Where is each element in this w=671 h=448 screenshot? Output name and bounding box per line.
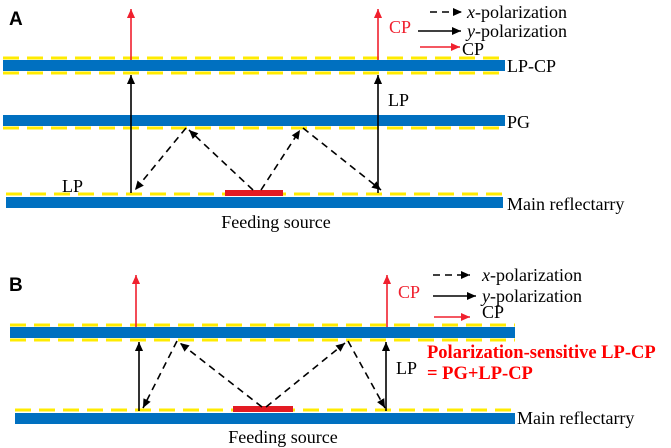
panel-b-label: B bbox=[9, 275, 23, 296]
legend-y-suffix: -polarization bbox=[475, 21, 567, 41]
panel-a: A x-polarization y-polarization CP LP-CP… bbox=[3, 2, 624, 232]
pg-layer-label: PG bbox=[507, 112, 530, 132]
panel-b: B x-polarization y-polarization CP Polar… bbox=[9, 265, 656, 447]
legend-y-polarization-label: y-polarization bbox=[465, 21, 567, 41]
composite-substrate bbox=[10, 327, 515, 338]
lp-cp-layer: LP-CP bbox=[3, 56, 556, 76]
panel-b-legend: x-polarization y-polarization CP bbox=[433, 265, 582, 322]
feeding-source-b bbox=[233, 406, 293, 412]
legend-cp-label: CP bbox=[462, 39, 484, 59]
feeding-source-a bbox=[225, 190, 283, 196]
lp-cp-layer-label: LP-CP bbox=[507, 56, 556, 76]
a-feed-to-pg-right-ray bbox=[260, 129, 301, 191]
composite-layer-title: Polarization-sensitive LP-CP bbox=[427, 343, 656, 363]
a-right-cp-label: CP bbox=[389, 17, 411, 37]
main-reflectarray-b-label: Main reflectarry bbox=[517, 408, 634, 428]
lp-cp-substrate bbox=[3, 60, 505, 71]
legend-x-polarization-label: x-polarization bbox=[466, 2, 567, 22]
legend-b-x-suffix: -polarization bbox=[490, 265, 582, 285]
legend-b-x-symbol: x bbox=[481, 265, 490, 285]
a-feed-to-pg-left-ray bbox=[188, 129, 254, 191]
a-pg-to-main-left-ray bbox=[134, 127, 187, 191]
legend-b-y-suffix: -polarization bbox=[490, 286, 582, 306]
panel-a-legend: x-polarization y-polarization CP bbox=[418, 2, 567, 59]
b-feed-to-layer-right-ray bbox=[265, 342, 346, 408]
a-left-lp-label: LP bbox=[62, 176, 83, 196]
legend-b-cp-label: CP bbox=[482, 302, 504, 322]
composite-lp-cp-layer: Polarization-sensitive LP-CP = PG+LP-CP bbox=[10, 323, 656, 384]
main-reflectarray-a-substrate bbox=[6, 197, 503, 208]
main-reflectarray-b: Main reflectarry Feeding source bbox=[15, 406, 634, 447]
panel-b-beams: LP CP bbox=[131, 275, 420, 411]
b-right-cp-label: CP bbox=[398, 282, 420, 302]
legend-b-y-polarization-label: y-polarization bbox=[480, 286, 582, 306]
legend-b-x-polarization-label: x-polarization bbox=[481, 265, 582, 285]
main-reflectarray-b-substrate bbox=[15, 413, 515, 424]
main-reflectarray-a: Main reflectarry Feeding source bbox=[6, 190, 624, 232]
b-right-lp-label: LP bbox=[396, 358, 417, 378]
feeding-source-a-label: Feeding source bbox=[221, 212, 330, 232]
feeding-source-b-label: Feeding source bbox=[228, 427, 337, 447]
panel-a-label: A bbox=[9, 9, 23, 30]
composite-layer-formula: = PG+LP-CP bbox=[427, 364, 533, 384]
main-reflectarray-a-label: Main reflectarry bbox=[507, 194, 624, 214]
a-right-lp-label: LP bbox=[388, 90, 409, 110]
legend-x-symbol: x bbox=[466, 2, 475, 22]
a-pg-to-main-right-ray bbox=[302, 127, 382, 191]
legend-y-symbol: y bbox=[465, 21, 475, 41]
legend-b-y-symbol: y bbox=[480, 286, 490, 306]
b-feed-to-layer-left-ray bbox=[179, 342, 263, 408]
pg-substrate bbox=[3, 115, 505, 126]
b-layer-to-main-right-ray bbox=[347, 340, 386, 409]
panel-a-beams: LP LP CP bbox=[62, 9, 411, 196]
pg-layer: PG bbox=[3, 112, 530, 132]
b-layer-to-main-left-ray bbox=[142, 340, 178, 409]
legend-x-suffix: -polarization bbox=[475, 2, 567, 22]
